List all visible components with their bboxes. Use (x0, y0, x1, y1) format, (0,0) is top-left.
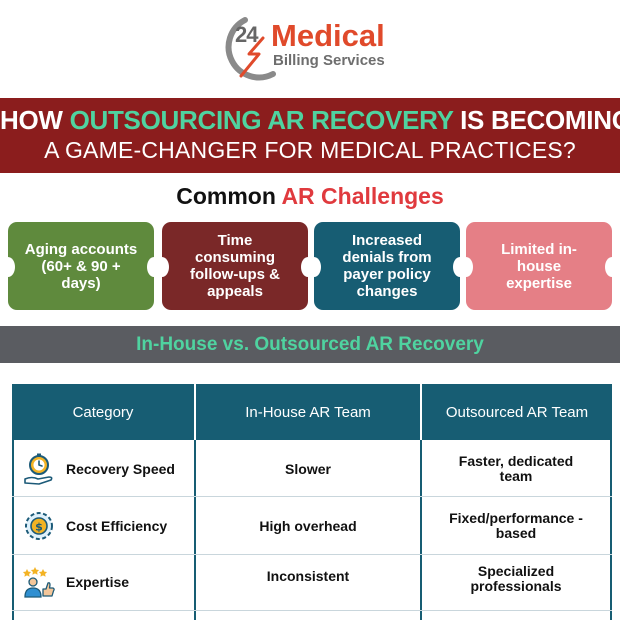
logo-swoosh-icon (225, 17, 276, 81)
challenges-heading: Common AR Challenges (0, 183, 620, 210)
comparison-table: Category In-House AR Team Outsourced AR … (12, 384, 612, 620)
outsourced-value: Specialized professionals (470, 563, 562, 594)
challenges-heading-accent: AR Challenges (281, 183, 444, 209)
category-label: Expertise (66, 574, 130, 590)
expert-thumbs-up-icon (22, 567, 55, 598)
challenge-card-label: Time consuming follow-ups & appeals (190, 232, 280, 300)
headline-accent: OUTSOURCING AR RECOVERY (69, 105, 454, 135)
table-row-cost-efficiency: $ Cost Efficiency (12, 500, 194, 552)
category-label: Cost Efficiency (66, 518, 168, 534)
in-house-value: Slower (285, 460, 331, 477)
challenge-card-label: Increased denials from payer policy chan… (342, 232, 432, 300)
table-border-right (610, 440, 612, 620)
company-logo: 24 Medical Billing Services (215, 14, 415, 88)
headline-pre: HOW (0, 105, 70, 135)
gear-coin-icon: $ (25, 512, 53, 540)
table-header-in-house: In-House AR Team (196, 384, 420, 440)
challenge-card-expertise: Limited in-house expertise (459, 222, 619, 310)
headline-line-2: A GAME-CHANGER FOR MEDICAL PRACTICES? (44, 137, 576, 163)
comparison-title-bar: In-House vs. Outsourced AR Recovery (0, 326, 620, 363)
table-row-divider (12, 554, 612, 555)
in-house-value: High overhead (259, 517, 357, 534)
headline-post: IS BECOMING (453, 105, 620, 135)
challenges-heading-pre: Common (176, 183, 282, 209)
table-border-left (12, 440, 14, 620)
outsourced-value: Faster, dedicated team (458, 453, 574, 484)
challenge-card-label: Limited in-house expertise (501, 240, 577, 292)
challenge-card-denials: Increased denials from payer policy chan… (307, 222, 467, 310)
table-divider-2 (420, 440, 422, 620)
svg-text:$: $ (35, 521, 43, 534)
logo-number: 24 (235, 22, 259, 47)
category-label: Recovery Speed (66, 461, 175, 477)
logo-subtitle: Billing Services (273, 52, 385, 69)
challenge-card-aging-accounts: Aging accounts (60+ & 90 + days) (1, 222, 161, 310)
table-row-divider (12, 496, 612, 497)
stopwatch-hand-icon (24, 453, 53, 485)
table-header-outsourced: Outsourced AR Team (422, 384, 612, 440)
headline-line-1: HOW OUTSOURCING AR RECOVERY IS BECOMING (0, 98, 620, 136)
table-divider-1 (194, 440, 196, 620)
table-row-expertise: Expertise (12, 556, 194, 608)
headline-banner: HOW OUTSOURCING AR RECOVERY IS BECOMING … (0, 98, 620, 173)
challenge-card-label: Aging accounts (60+ & 90 + days) (24, 240, 138, 292)
table-header-category: Category (12, 384, 194, 440)
challenge-card-follow-ups: Time consuming follow-ups & appeals (155, 222, 315, 310)
outsourced-value: Fixed/performance -based (449, 510, 583, 541)
logo-title: Medical (271, 18, 385, 53)
table-row-divider (12, 610, 612, 611)
in-house-value: Inconsistent (266, 567, 350, 584)
table-row-recovery-speed: Recovery Speed (12, 444, 194, 494)
